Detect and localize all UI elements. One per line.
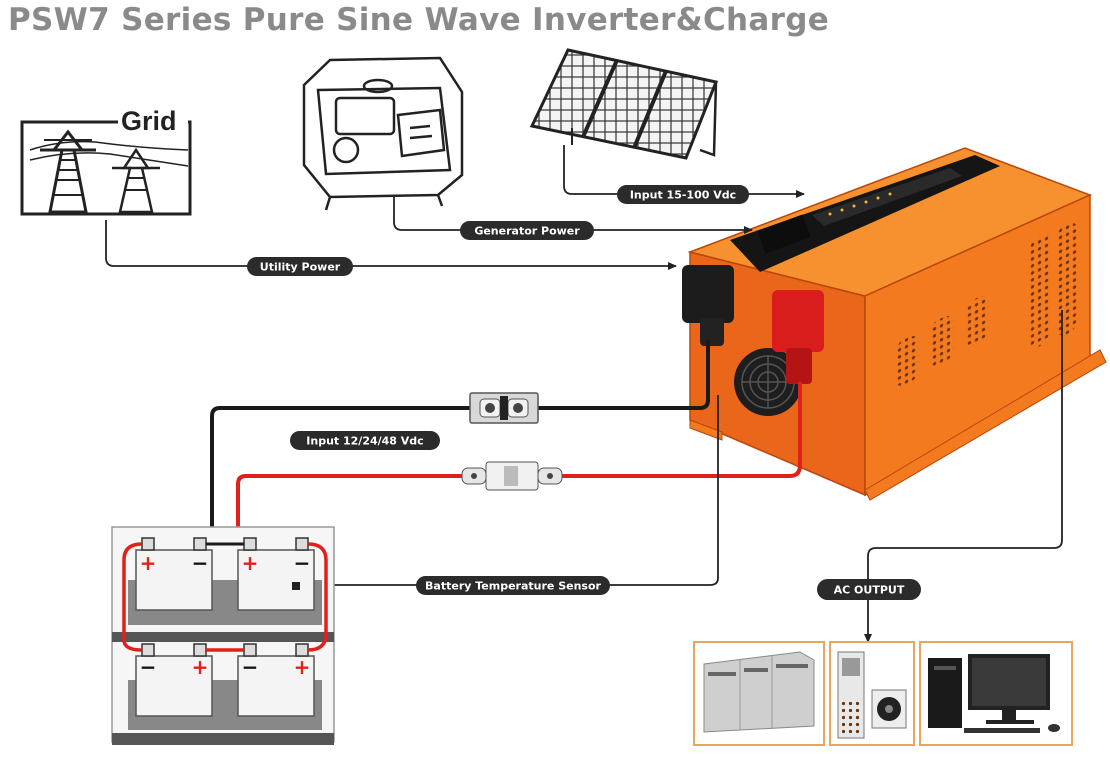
generator-power-tag: Generator Power	[460, 221, 594, 240]
page-title: PSW7 Series Pure Sine Wave Inverter&Char…	[8, 2, 830, 38]
utility-power-tag: Utility Power	[247, 257, 353, 276]
svg-text:Battery Temperature Sensor: Battery Temperature Sensor	[425, 580, 601, 593]
svg-text:Input 15-100 Vdc: Input 15-100 Vdc	[630, 189, 736, 202]
cabinet-icon	[693, 641, 825, 746]
svg-text:−: −	[192, 551, 209, 575]
svg-text:Utility Power: Utility Power	[260, 261, 341, 274]
svg-text:−: −	[242, 655, 259, 679]
fuse-icon	[469, 392, 539, 424]
svg-text:+: +	[192, 655, 209, 679]
computer-icon	[919, 641, 1073, 746]
svg-text:−: −	[140, 655, 157, 679]
ac-output-tag: AC OUTPUT	[817, 579, 921, 600]
svg-text:+: +	[242, 551, 259, 575]
generator-icon	[302, 56, 464, 211]
grid-tower-icon: Grid	[20, 104, 192, 216]
svg-text:+: +	[294, 655, 311, 679]
temp-sensor-tag: Battery Temperature Sensor	[416, 576, 610, 595]
svg-text:+: +	[140, 551, 157, 575]
svg-text:AC OUTPUT: AC OUTPUT	[834, 584, 905, 597]
svg-text:−: −	[294, 551, 311, 575]
inverter-icon	[682, 147, 1107, 501]
fuse-icon	[461, 461, 563, 491]
grid-label: Grid	[121, 106, 177, 136]
solar-input-tag: Input 15-100 Vdc	[617, 185, 749, 204]
solar-panel-icon	[529, 48, 719, 160]
battery-icon: + − + − − + − +	[135, 537, 315, 717]
battery-input-tag: Input 12/24/48 Vdc	[290, 431, 440, 450]
svg-text:Generator Power: Generator Power	[474, 225, 580, 238]
air-conditioner-icon	[829, 641, 915, 746]
svg-text:Input 12/24/48 Vdc: Input 12/24/48 Vdc	[306, 435, 423, 448]
